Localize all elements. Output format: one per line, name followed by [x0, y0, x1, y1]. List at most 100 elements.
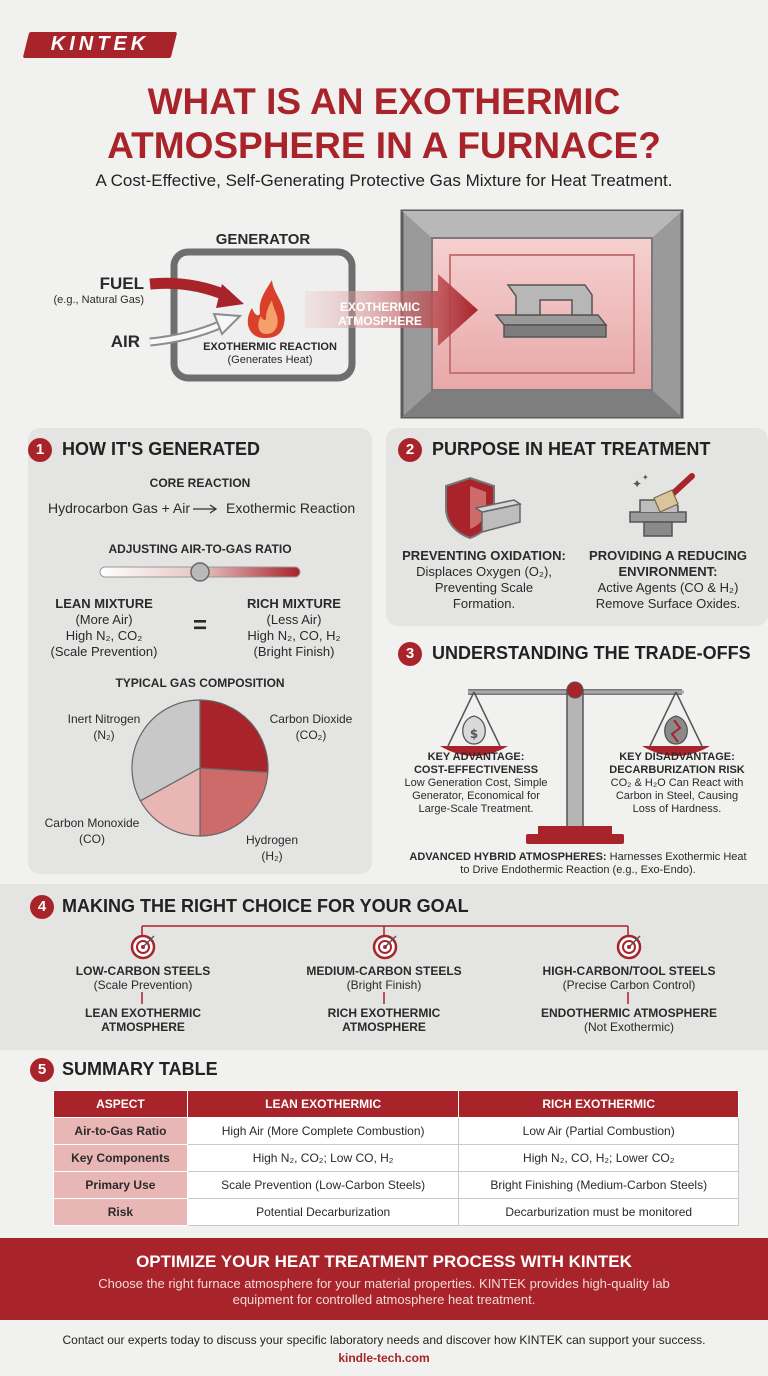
equals-sign: =	[192, 612, 207, 639]
key-disadvantage-line-3: Loss of Hardness.	[632, 803, 722, 815]
pie-label-nitrogen-name: Inert Nitrogen	[67, 712, 141, 726]
cta-title: OPTIMIZE YOUR HEAT TREATMENT PROCESS WIT…	[136, 1252, 632, 1271]
prevent-oxidation-line-2: Preventing Scale	[434, 580, 534, 595]
air-gas-ratio-slider	[99, 562, 301, 582]
section-right-choice	[0, 884, 768, 1050]
reducing-env-title-2: ENVIRONMENT:	[618, 564, 718, 579]
summary-table: ASPECT LEAN EXOTHERMIC RICH EXOTHERMIC A…	[53, 1090, 739, 1226]
table-cell: Scale Prevention (Low-Carbon Steels)	[186, 1171, 460, 1199]
key-disadvantage-line-1: CO₂ & H₂O Can React with	[610, 777, 744, 789]
table-header-row: ASPECT LEAN EXOTHERMIC RICH EXOTHERMIC	[53, 1090, 739, 1118]
table-cell-aspect: Risk	[53, 1198, 188, 1226]
choice-low-carbon-steel: LOW-CARBON STEELS	[75, 964, 211, 978]
atmosphere-label-line-1: EXOTHERMIC	[339, 300, 420, 314]
table-cell: High N₂, CO, H₂; Lower CO₂	[458, 1144, 739, 1172]
atmosphere-arrow	[305, 274, 478, 346]
reaction-label: EXOTHERMIC REACTION	[203, 341, 337, 353]
shield-icon	[445, 476, 522, 540]
svg-text:✦: ✦	[632, 477, 642, 491]
target-icon	[372, 934, 398, 960]
cta-description: Choose the right furnace atmosphere for …	[10, 1276, 758, 1308]
choice-connector-lines	[141, 925, 629, 1004]
core-reaction-heading: CORE REACTION	[149, 476, 251, 490]
key-advantage: KEY ADVANTAGE: COST-EFFECTIVENESS Low Ge…	[396, 751, 556, 816]
target-icon	[616, 934, 642, 960]
prevent-oxidation: PREVENTING OXIDATION: Displaces Oxygen (…	[396, 548, 572, 612]
key-advantage-title-1: KEY ADVANTAGE:	[427, 751, 525, 763]
choice-medium-carbon: MEDIUM-CARBON STEELS (Bright Finish) RIC…	[290, 964, 478, 1034]
section-2-title: PURPOSE IN HEAT TREATMENT	[432, 439, 711, 459]
page-subtitle: A Cost-Effective, Self-Generating Protec…	[95, 171, 673, 190]
reducing-env-line-1: Active Agents (CO & H₂)	[597, 580, 739, 595]
reaction-note: (Generates Heat)	[227, 354, 313, 366]
table-cell: Low Air (Partial Combustion)	[458, 1117, 739, 1145]
section-1-title: HOW IT'S GENERATED	[62, 439, 260, 459]
choice-medium-carbon-atm-1: RICH EXOTHERMIC	[327, 1006, 441, 1020]
section-3-number: 3	[398, 642, 422, 666]
atmosphere-label-line-2: ATMOSPHERE	[338, 314, 422, 328]
reducing-env-title-1: PROVIDING A REDUCING	[589, 548, 747, 563]
key-advantage-title-2: COST-EFFECTIVENESS	[413, 764, 539, 776]
rich-mixture: RICH MIXTURE (Less Air) High N₂, CO, H₂ …	[232, 596, 356, 660]
table-cell: Bright Finishing (Medium-Carbon Steels)	[458, 1171, 739, 1199]
page-title: WHAT IS AN EXOTHERMIC ATMOSPHERE IN A FU…	[20, 80, 748, 168]
choice-high-carbon-atm-2: (Not Exothermic)	[583, 1020, 675, 1034]
workpiece-icon	[494, 284, 608, 338]
section-3-title: UNDERSTANDING THE TRADE-OFFS	[432, 643, 751, 663]
reducing-env-line-2: Remove Surface Oxides.	[595, 596, 741, 611]
cta-banner	[0, 1238, 768, 1320]
choice-high-carbon-goal: (Precise Carbon Control)	[562, 978, 696, 992]
hybrid-text-2: to Drive Endothermic Reaction (e.g., Exo…	[460, 864, 696, 876]
title-line-1: WHAT IS AN EXOTHERMIC	[147, 81, 621, 122]
table-row: Risk Potential Decarburization Decarburi…	[53, 1198, 739, 1226]
table-cell: High Air (More Complete Combustion)	[186, 1117, 460, 1145]
pie-label-h2-formula: (H₂)	[261, 849, 283, 863]
rich-mixture-air: (Less Air)	[266, 612, 322, 627]
section-4-number: 4	[30, 895, 54, 919]
key-disadvantage-title-2: DECARBURIZATION RISK	[609, 764, 745, 776]
table-cell: Decarburization must be monitored	[458, 1198, 739, 1226]
ratio-heading: ADJUSTING AIR-TO-GAS RATIO	[108, 542, 292, 556]
table-header: ASPECT	[53, 1090, 188, 1118]
pie-label-carbon-monoxide: Carbon Monoxide (CO)	[40, 815, 144, 847]
svg-text:✦: ✦	[642, 473, 649, 482]
svg-text:$: $	[470, 727, 478, 741]
section-5-title: SUMMARY TABLE	[62, 1059, 218, 1079]
choice-medium-carbon-steel: MEDIUM-CARBON STEELS	[306, 964, 462, 978]
section-5-number: 5	[30, 1058, 54, 1082]
atmosphere-label: EXOTHERMIC ATMOSPHERE	[322, 300, 438, 328]
choice-high-carbon-steel: HIGH-CARBON/TOOL STEELS	[542, 964, 716, 978]
choice-high-carbon: HIGH-CARBON/TOOL STEELS (Precise Carbon …	[526, 964, 732, 1034]
pie-label-nitrogen-formula: (N₂)	[93, 728, 115, 742]
lean-mixture: LEAN MIXTURE (More Air) High N₂, CO₂ (Sc…	[42, 596, 166, 660]
pie-label-co2-formula: (CO₂)	[295, 728, 327, 742]
gas-composition-pie-chart	[131, 699, 269, 837]
choice-low-carbon-atm-2: ATMOSPHERE	[101, 1020, 185, 1034]
pie-label-co2-name: Carbon Dioxide	[269, 712, 353, 726]
core-reaction-left: Hydrocarbon Gas + Air	[48, 500, 191, 516]
prevent-oxidation-line-3: Formation.	[452, 596, 516, 611]
rich-mixture-title: RICH MIXTURE	[247, 596, 341, 611]
pie-label-hydrogen: Hydrogen (H₂)	[232, 832, 312, 864]
choice-low-carbon-goal: (Scale Prevention)	[93, 978, 193, 992]
choice-low-carbon-atm-1: LEAN EXOTHERMIC	[84, 1006, 201, 1020]
pie-label-co-name: Carbon Monoxide	[44, 816, 140, 830]
website-link[interactable]: kindle-tech.com	[338, 1351, 430, 1365]
cta-line-2: equipment for controlled atmosphere heat…	[232, 1292, 536, 1307]
key-disadvantage-line-2: Carbon in Steel, Causing	[615, 790, 739, 802]
section-2-number: 2	[398, 438, 422, 462]
table-cell-aspect: Primary Use	[53, 1171, 188, 1199]
money-bag-icon	[462, 715, 486, 745]
section-purpose	[386, 428, 768, 626]
flame-icon	[247, 280, 285, 338]
section-1-number: 1	[28, 438, 52, 462]
pie-slice-4	[131, 699, 201, 802]
section-4-title: MAKING THE RIGHT CHOICE FOR YOUR GOAL	[62, 896, 469, 916]
choice-medium-carbon-goal: (Bright Finish)	[346, 978, 422, 992]
table-cell-aspect: Key Components	[53, 1144, 188, 1172]
title-line-2: ATMOSPHERE IN A FURNACE?	[107, 125, 661, 166]
table-cell: Potential Decarburization	[186, 1198, 460, 1226]
contact-text: Contact our experts today to discuss you…	[62, 1333, 706, 1347]
hybrid-atmospheres-note: ADVANCED HYBRID ATMOSPHERES: Harnesses E…	[396, 851, 760, 877]
pie-slice-2	[199, 767, 269, 837]
